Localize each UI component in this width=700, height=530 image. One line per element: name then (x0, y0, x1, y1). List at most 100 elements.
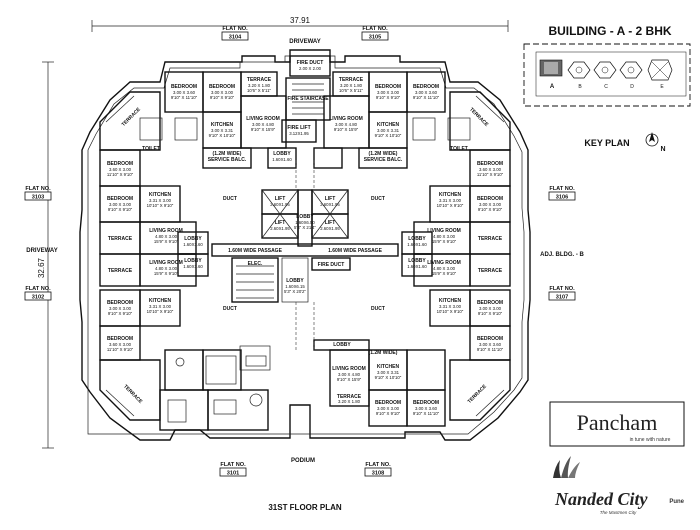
pancham-logo: Pancham in tune with nature (549, 401, 685, 447)
flat-tag-3101: FLAT NO. 3101 (219, 462, 247, 477)
room-dim: 4.80 X 3.00 (155, 266, 178, 271)
duct-label: DUCT (223, 306, 237, 312)
room-dim: 3.20 X 1.80 (340, 83, 363, 88)
room-dim: 9'10" X 9'10" (376, 411, 401, 416)
room-terrace: TERRACE (339, 77, 364, 83)
core-lobby-dim: 1.60X6.50 (295, 220, 315, 225)
fire-lift-dim: 3.12X1.95 (289, 131, 309, 136)
room-living: LIVING ROOM (149, 228, 183, 234)
flat-label: FLAT NO. (25, 186, 51, 192)
flat-label: FLAT NO. (222, 26, 248, 32)
room-terrace: TERRACE (247, 77, 272, 83)
room-labels-3103: BEDROOM 3.00 X 3.00 9'10" X 9'10" KITCHE… (107, 192, 203, 247)
room-dim: 9'10" X 9'10" (108, 311, 133, 316)
room-bedroom: BEDROOM (477, 300, 503, 306)
room-dim: 3.00 X 3.31 (211, 128, 234, 133)
room-dim: 9'10" X 10'10" (375, 133, 402, 138)
room-terrace: TERRACE (478, 268, 503, 274)
flat-number: 3108 (372, 471, 384, 477)
room-lobby: LOBBY (184, 236, 202, 242)
room-toilet: TOILET (450, 146, 468, 152)
room-dim: 3.20 X 1.80 (338, 399, 361, 404)
flat-number: 3102 (32, 295, 44, 301)
flat-3102-rooms (99, 253, 209, 361)
room-dim: 1.60X1.60 (183, 264, 203, 269)
fire-lift-label: FIRE LIFT (287, 125, 310, 131)
key-plan-building-b (567, 61, 591, 79)
height-dimension-value: 32.67 (37, 257, 46, 278)
core-lobby-dim2: 5'3" X 21'4" (294, 225, 316, 230)
nanded-city-tagline: The Mastmen City (600, 510, 637, 515)
room-bedroom: BEDROOM (477, 161, 503, 167)
fire-duct-label: FIRE DUCT (318, 262, 345, 268)
room-dim: 10'6" X 5'11" (339, 88, 363, 93)
room-dim: 15'9" X 9'10" (154, 239, 179, 244)
room-dim: 3.00 X 3.31 (377, 370, 400, 375)
podium-label: PODIUM (291, 458, 315, 464)
flat-tag-3108: FLAT NO. 3108 (364, 462, 392, 477)
room-dim: 3.31 X 3.00 (439, 304, 462, 309)
driveway-top-label: DRIVEWAY (289, 39, 320, 45)
duct-label: DUCT (371, 306, 385, 312)
north-label: N (660, 146, 665, 153)
flat-3101-rooms (159, 345, 271, 431)
room-dim: 3.00 X 3.60 (415, 90, 438, 95)
flat-tag-3102: FLAT NO. 3102 (24, 286, 52, 301)
room-dim: 9'10" X 11'10" (413, 95, 440, 100)
lift-dim: 2.60X1.95 (270, 202, 290, 207)
elec-label: ELEC. (248, 261, 263, 267)
room-labels-3106: BEDROOM 3.00 X 3.00 9'10" X 9'10" KITCHE… (407, 192, 503, 247)
room-bedroom: BEDROOM (107, 336, 133, 342)
key-letter-d: D (630, 84, 634, 90)
room-kitchen: KITCHEN (439, 192, 462, 198)
room-wide: (1.2M WIDE) (369, 151, 398, 157)
key-plan-building-d (619, 61, 643, 79)
room-living: LIVING ROOM (329, 116, 363, 122)
bottom-lobby-dim2: 5'3" X 20'2" (284, 289, 306, 294)
room-dim: 10'10" X 9'10" (437, 309, 464, 314)
flat-number: 3104 (229, 35, 242, 41)
room-dim: 1.60X1.60 (183, 242, 203, 247)
room-terrace: TERRACE (108, 236, 133, 242)
room-bedroom: BEDROOM (413, 400, 439, 406)
room-dim: 15'9" X 9'10" (432, 239, 457, 244)
room-dim: 3.00 X 4.80 (338, 372, 361, 377)
corner-terraces (99, 91, 511, 421)
room-dim: 3.00 X 3.00 (109, 202, 132, 207)
flat-number: 3103 (32, 195, 44, 201)
key-plan-building-a (539, 59, 563, 77)
central-core (211, 160, 399, 350)
room-kitchen: KITCHEN (149, 298, 172, 304)
room-dim: 9'10" X 11'10" (413, 411, 440, 416)
flat-3107-rooms (401, 253, 511, 361)
room-dim: 9'10" X 15'9" (251, 127, 276, 132)
room-dim: 9'10" X 15'9" (337, 377, 362, 382)
room-dim: 3.00 X 4.80 (252, 122, 275, 127)
room-bedroom: BEDROOM (209, 84, 235, 90)
passage-label: 1.60M WIDE PASSAGE (328, 248, 382, 254)
furniture-sketch (167, 355, 267, 423)
room-living: LIVING ROOM (427, 260, 461, 266)
flat-label: FLAT NO. (549, 286, 575, 292)
building-title: BUILDING - A - 2 BHK (548, 24, 671, 38)
flat-number: 3101 (227, 471, 239, 477)
room-dim: 9'10" X 9'10" (376, 95, 401, 100)
room-terrace: TERRACE (337, 394, 362, 400)
room-toilet: TOILET (142, 146, 160, 152)
room-dim: 11'10" X 9'10" (477, 172, 504, 177)
room-terrace: TERRACE (108, 268, 133, 274)
room-service: SERVICE BALC. (364, 157, 403, 163)
room-dim: 9'10" X 11'10" (477, 347, 504, 352)
driveway-left-label: DRIVEWAY (26, 248, 57, 254)
room-dim: 9'10" X 9'10" (478, 311, 503, 316)
flat-number: 3107 (556, 295, 568, 301)
nanded-city-brand: Nanded City (554, 489, 649, 509)
flat-3104-rooms (99, 71, 297, 187)
fire-staircase-label: FIRE STAIRCASE (287, 96, 329, 102)
flat-label: FLAT NO. (25, 286, 51, 292)
lift-dim: 2.60X1.95 (270, 226, 290, 231)
room-lobby: LOBBY (408, 236, 426, 242)
core-lobby-label: LOBBY (296, 214, 314, 220)
room-dim: 3.00 X 4.80 (335, 122, 358, 127)
